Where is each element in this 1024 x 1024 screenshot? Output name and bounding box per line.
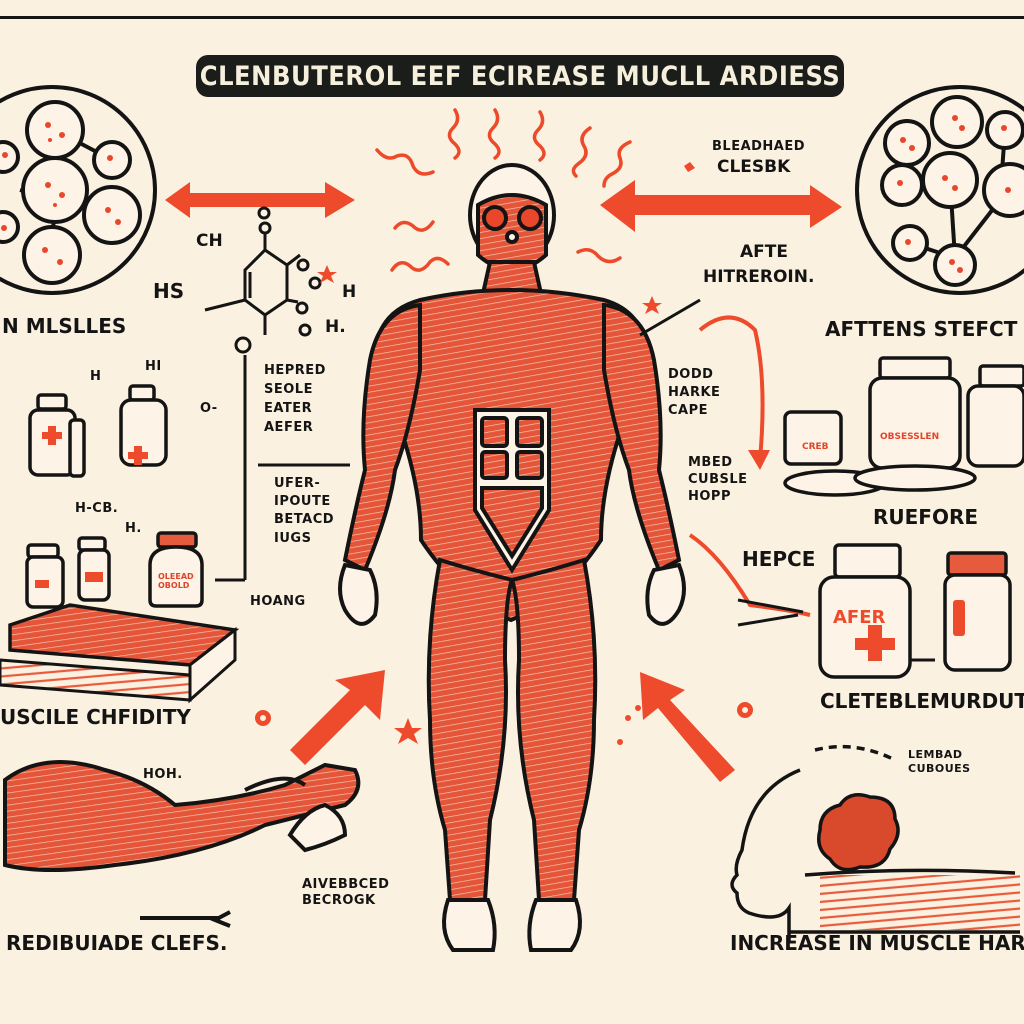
chem-label-h3: H bbox=[90, 369, 102, 384]
chem-label-hi: HI bbox=[145, 359, 162, 374]
dodd-line-3: CAPE bbox=[668, 403, 709, 419]
cell-cluster-left-icon bbox=[0, 85, 157, 295]
double-arrow-left-icon bbox=[165, 182, 355, 218]
chem-label-hs: HS bbox=[153, 279, 185, 303]
ufer-line-3: BETACD bbox=[274, 512, 335, 528]
chem-label-o: O- bbox=[200, 401, 218, 416]
aivebbced-line-2: BECROGK bbox=[302, 892, 376, 908]
hepred-line-3: EATER bbox=[264, 400, 313, 416]
chem-label-h4: H. bbox=[125, 521, 142, 536]
squiggle-lines bbox=[375, 108, 632, 272]
medicine-bottle-left-icons bbox=[25, 384, 204, 609]
decorative-sparkles bbox=[255, 162, 753, 745]
chem-label-hcb: H-CB. bbox=[75, 501, 119, 516]
jar-label-obsesslen: OBSESSLEN bbox=[880, 432, 940, 442]
label-ufer-block: UFER- IPOUTE BETACD IUGS bbox=[274, 475, 334, 548]
label-aivebbced: AIVEBBCED BECROGK bbox=[302, 877, 389, 908]
chem-label-h2: H. bbox=[325, 317, 346, 337]
cell-cluster-right-icon bbox=[855, 85, 1024, 295]
cell-dots-left bbox=[1, 122, 121, 265]
label-hepce: HEPCE bbox=[742, 547, 816, 571]
label-muscles-left: N MLSLLES bbox=[2, 314, 127, 338]
label-mbed-block: MBED CUBSLE HOPP bbox=[688, 455, 748, 506]
jar-label-creb: CREB bbox=[802, 442, 829, 452]
dodd-line-2: HARKE bbox=[668, 385, 721, 401]
label-hitreroin: HITREROIN. bbox=[703, 267, 815, 287]
bottle-label-left: OLEEAD OBOLD bbox=[158, 572, 194, 591]
label-dodd-block: DODD HARKE CAPE bbox=[668, 366, 720, 421]
label-clesbk: CLESBK bbox=[717, 157, 791, 177]
label-cleteblemurdut: CLETEBLEMURDUT bbox=[820, 689, 1024, 713]
ufer-line-2: IPOUTE bbox=[274, 494, 331, 510]
label-aftens-stefct: AFTTENS STEFCT bbox=[825, 317, 1018, 341]
lembad-line-2: CUBOUES bbox=[908, 761, 971, 775]
label-ruefore: RUEFORE bbox=[873, 505, 979, 529]
ufer-line-1: UFER- bbox=[274, 476, 321, 491]
bottle-label-afer: AFER bbox=[833, 607, 886, 628]
label-bleadhaed: BLEADHAED bbox=[712, 139, 806, 154]
aivebbced-line-1: AIVEBBCED bbox=[302, 877, 390, 892]
mbed-line-1: MBED bbox=[688, 455, 733, 470]
hepred-line-2: SEOLE bbox=[264, 381, 313, 397]
page-title: CLENBUTEROL EEF ECIREASE MUCLL ARDIESS bbox=[196, 55, 844, 97]
label-hoh: HOH. bbox=[143, 767, 183, 782]
label-hoang: HOANG bbox=[250, 594, 306, 609]
label-lembad: LEMBAD CUBOUES bbox=[908, 748, 971, 776]
top-border-line bbox=[0, 16, 1024, 19]
ufer-line-4: IUGS bbox=[274, 530, 312, 546]
double-arrow-right-icon bbox=[600, 180, 842, 232]
label-muscle-chfidity: USCILE CHFIDITY bbox=[0, 705, 191, 729]
lembad-line-1: LEMBAD bbox=[908, 748, 963, 761]
medical-cross-icons bbox=[35, 426, 148, 588]
label-rediduiade: REDIBUIADE CLEFS. bbox=[6, 931, 228, 955]
mbed-line-2: CUBSLE bbox=[688, 471, 748, 487]
label-hepred-block: HEPRED SEOLE EATER AEFER bbox=[264, 362, 326, 437]
after-bottle-cross-icon bbox=[855, 600, 965, 661]
dodd-line-1: DODD bbox=[668, 367, 714, 382]
muscle-anatomy-figure-icon bbox=[338, 163, 686, 952]
jars-right-icons bbox=[783, 356, 1024, 679]
cell-dots-right bbox=[897, 115, 1011, 273]
up-arrows-icon bbox=[290, 670, 735, 782]
chem-label-ch: CH bbox=[196, 231, 223, 251]
muscle-slab-icon bbox=[0, 603, 240, 704]
chem-label-h1: H bbox=[342, 282, 357, 302]
chemical-structure-icon bbox=[204, 206, 322, 582]
brain-head-icon bbox=[730, 744, 1020, 943]
mbed-line-3: HOPP bbox=[688, 488, 731, 504]
hepred-line-4: AEFER bbox=[264, 419, 314, 435]
label-afte: AFTE bbox=[740, 242, 788, 262]
hepred-line-1: HEPRED bbox=[264, 363, 326, 378]
label-increase-muscle: INCREASE IN MUSCLE HAR bbox=[730, 931, 1024, 955]
curved-arrow-icon bbox=[698, 315, 765, 461]
flexed-arm-icon bbox=[3, 760, 361, 928]
pointer-lines bbox=[258, 298, 935, 662]
